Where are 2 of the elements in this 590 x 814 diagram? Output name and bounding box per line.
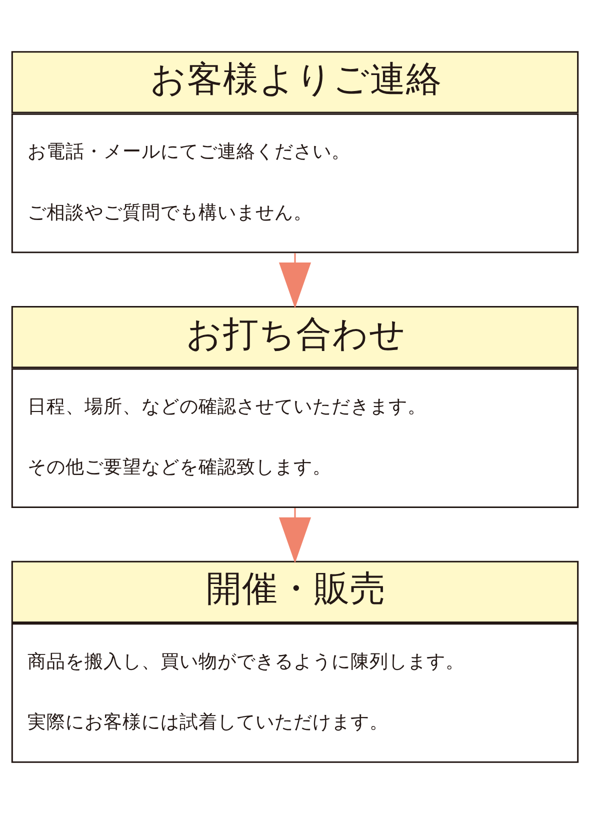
arrow — [278, 253, 312, 308]
arrow — [278, 508, 312, 564]
